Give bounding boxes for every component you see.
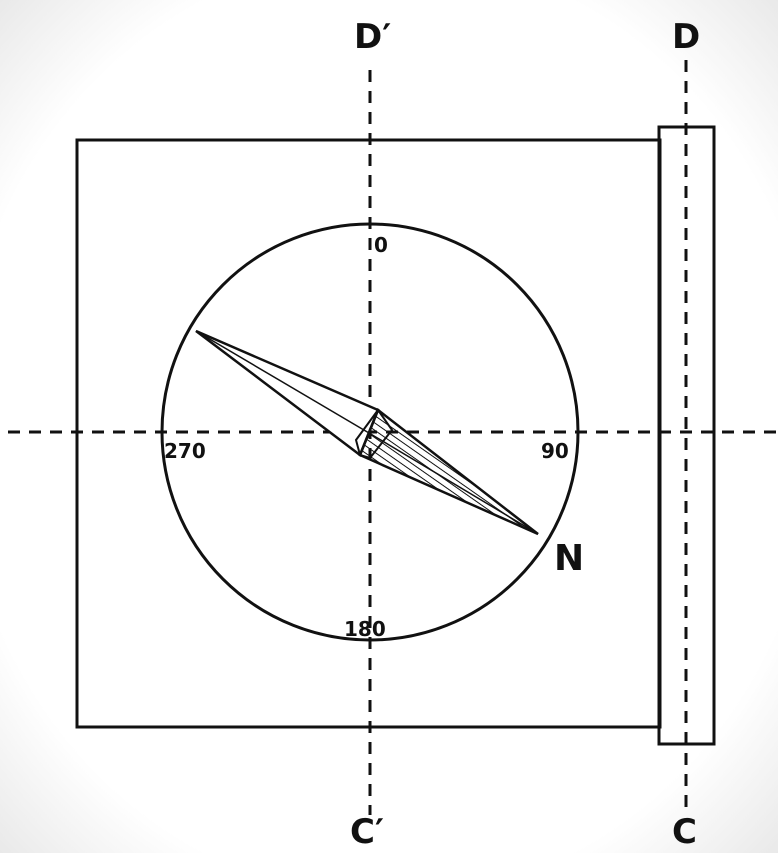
dial-mark-180: 180	[344, 617, 386, 641]
needle-south-half	[195, 329, 380, 457]
dial-mark-270: 270	[164, 439, 206, 463]
dial-mark-90: 90	[541, 439, 569, 463]
label-d: D	[672, 17, 700, 57]
needle-pivot	[354, 408, 394, 460]
dial-mark-0: 0	[374, 233, 388, 257]
label-d-prime: D′	[354, 17, 391, 57]
label-c-prime: C′	[350, 812, 384, 852]
needle-north-half	[358, 407, 539, 536]
needle-south-ridge	[195, 330, 370, 434]
label-c: C	[672, 812, 697, 852]
needle-north-ridge	[368, 432, 539, 535]
label-needle-north: N	[554, 538, 584, 579]
